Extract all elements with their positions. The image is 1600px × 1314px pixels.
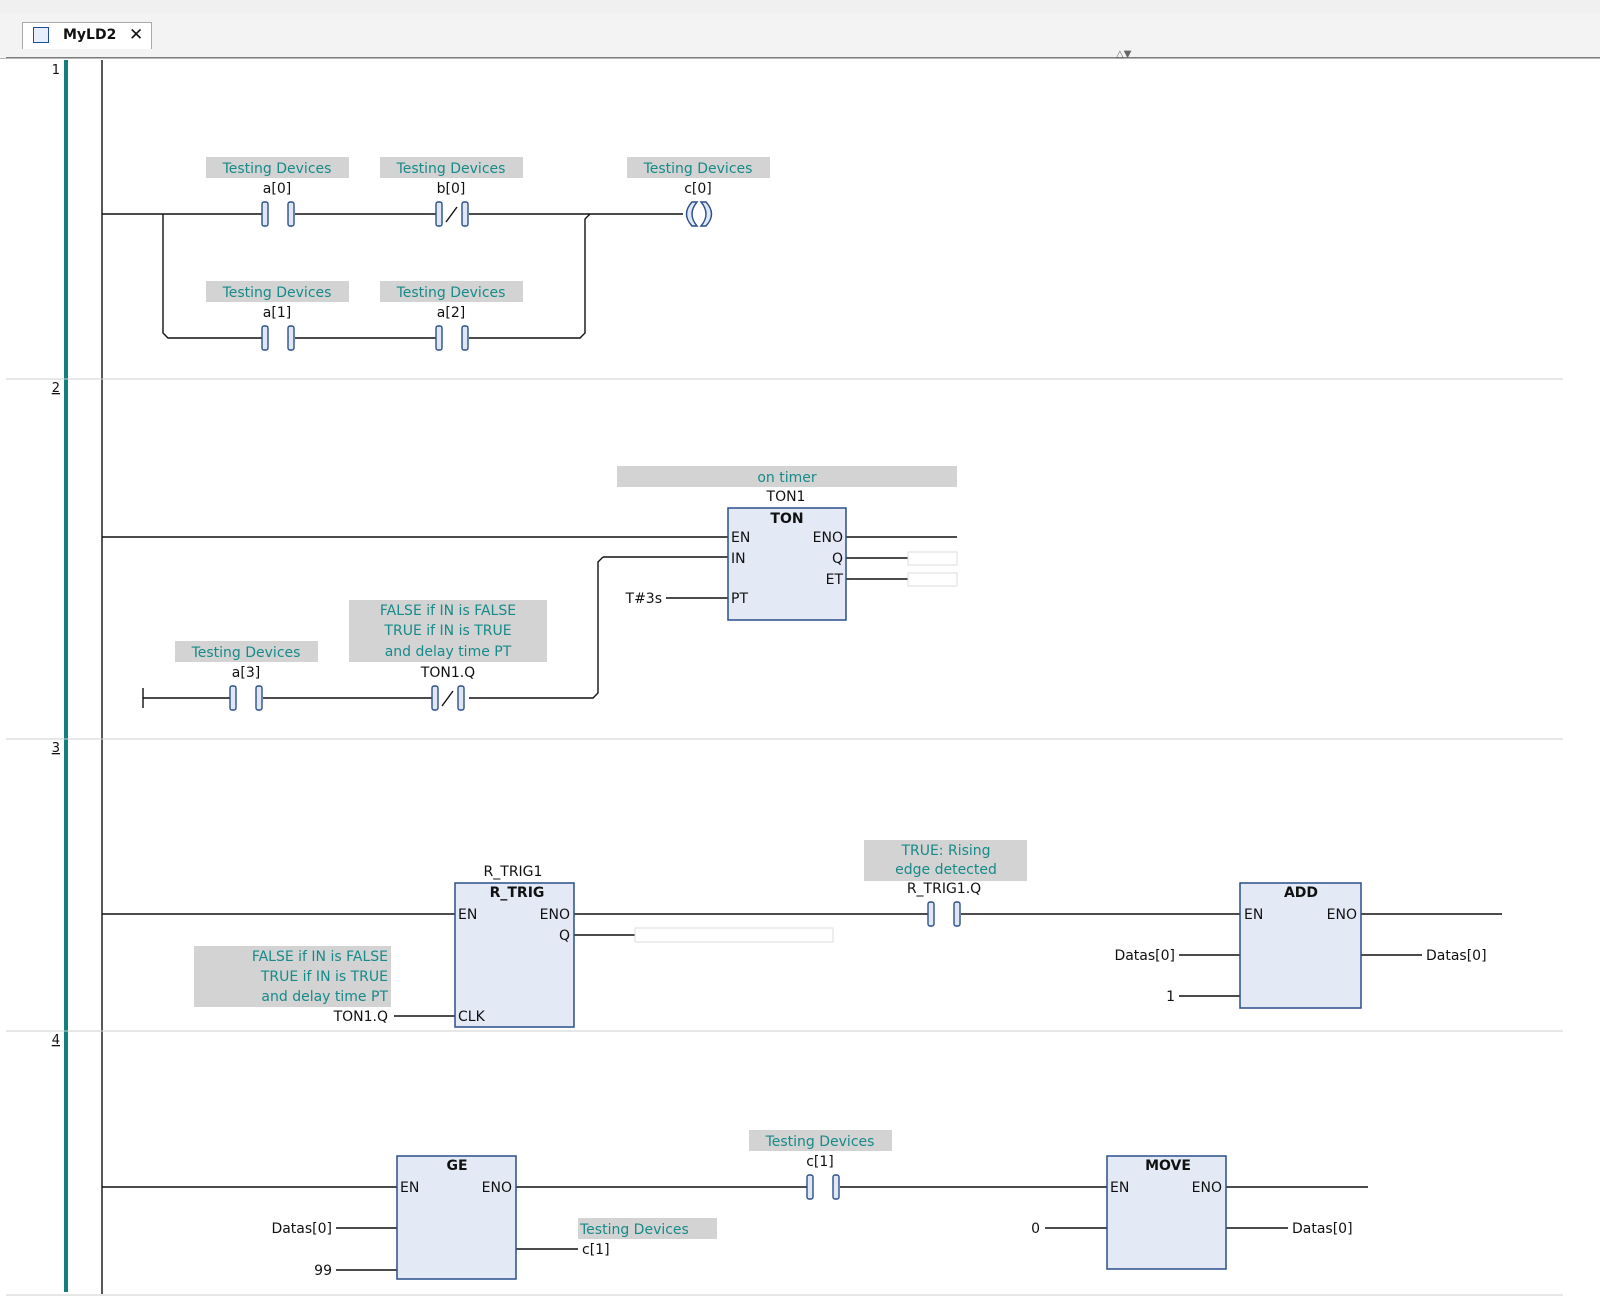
svg-text:EN: EN [458, 907, 477, 923]
svg-text:TRUE if IN is TRUE: TRUE if IN is TRUE [260, 969, 388, 985]
add-input-1[interactable]: Datas[0] [1114, 948, 1175, 964]
svg-text:ENO: ENO [813, 530, 843, 546]
svg-text:GE: GE [446, 1158, 467, 1174]
svg-text:TRUE if IN is TRUE: TRUE if IN is TRUE [383, 623, 511, 639]
svg-text:ENO: ENO [482, 1180, 512, 1196]
svg-text:R_TRIG1.Q: R_TRIG1.Q [907, 881, 981, 897]
svg-text:EN: EN [1244, 907, 1263, 923]
tab-label: MyLD2 [63, 27, 117, 43]
svg-text:and delay time PT: and delay time PT [261, 989, 388, 1005]
svg-text:TRUE: Rising: TRUE: Rising [900, 843, 990, 859]
svg-text:Testing Devices: Testing Devices [396, 161, 506, 177]
svg-text:ENO: ENO [1327, 907, 1357, 923]
tab-bar: MyLD2 ✕ [0, 14, 1600, 59]
network-gutter-bar [64, 60, 68, 1292]
svg-text:Testing Devices: Testing Devices [222, 161, 332, 177]
contact-ton1q-negated[interactable]: FALSE if IN is FALSE TRUE if IN is TRUE … [349, 600, 547, 711]
ton1-function-block[interactable]: on timer TON1 TON EN ENO IN Q ET PT [617, 466, 957, 621]
svg-text:Testing Devices: Testing Devices [396, 285, 506, 301]
svg-text:and delay time PT: and delay time PT [385, 644, 512, 660]
r-trig1-q-output-field[interactable] [634, 927, 834, 943]
editor-top-border [6, 57, 1600, 58]
ton1-q-output-field[interactable] [907, 551, 958, 566]
svg-text:CLK: CLK [458, 1009, 486, 1025]
ge-input-2[interactable]: 99 [314, 1263, 332, 1279]
add-function-block[interactable]: ADD EN ENO [1239, 882, 1362, 1009]
contact-a1[interactable]: Testing Devices a[1] [206, 281, 349, 351]
network-2: on timer TON1 TON EN ENO IN Q ET PT T#3s… [102, 466, 958, 711]
svg-text:FALSE if IN is FALSE: FALSE if IN is FALSE [252, 949, 388, 965]
svg-text:R_TRIG: R_TRIG [490, 885, 545, 901]
contact-a3[interactable]: Testing Devices a[3] [175, 641, 318, 711]
ge-function-block[interactable]: GE EN ENO [396, 1155, 517, 1280]
svg-text:Testing Devices: Testing Devices [643, 161, 753, 177]
network-3: R_TRIG1 R_TRIG EN ENO Q CLK FALSE if IN … [102, 840, 1502, 1028]
add-output[interactable]: Datas[0] [1426, 948, 1487, 964]
svg-text:PT: PT [731, 591, 748, 607]
tab-myld2[interactable]: MyLD2 ✕ [22, 22, 152, 49]
move-input[interactable]: 0 [1031, 1221, 1040, 1237]
contact-c1[interactable]: Testing Devices c[1] [749, 1130, 892, 1200]
svg-text:Testing Devices: Testing Devices [222, 285, 332, 301]
network-number[interactable]: 2 [52, 381, 60, 396]
svg-text:a[1]: a[1] [263, 305, 291, 321]
network-number[interactable]: 1 [52, 63, 60, 78]
coil-c0[interactable]: Testing Devices c[0] [627, 157, 770, 227]
svg-text:c[0]: c[0] [684, 181, 712, 197]
svg-text:b[0]: b[0] [437, 181, 466, 197]
ton1-et-output-field[interactable] [907, 572, 958, 587]
svg-text:TON1.Q: TON1.Q [420, 665, 475, 681]
network-4: GE EN ENO Datas[0] 99 Testing Devices c[… [102, 1130, 1368, 1280]
network-1: Testing Devices a[0] Testing Devices b[0… [102, 157, 770, 351]
network-number[interactable]: 3 [52, 741, 60, 756]
svg-text:a[2]: a[2] [437, 305, 465, 321]
svg-text:EN: EN [400, 1180, 419, 1196]
contact-b0-negated[interactable]: Testing Devices b[0] [380, 157, 523, 227]
svg-text:Q: Q [832, 551, 843, 567]
svg-text:ET: ET [826, 572, 844, 588]
svg-text:ENO: ENO [1192, 1180, 1222, 1196]
toolbar [0, 0, 1600, 14]
svg-text:R_TRIG1: R_TRIG1 [484, 864, 543, 880]
move-function-block[interactable]: MOVE EN ENO [1106, 1155, 1227, 1270]
svg-text:edge detected: edge detected [895, 862, 997, 878]
svg-text:EN: EN [731, 530, 750, 546]
svg-text:Q: Q [559, 928, 570, 944]
ton1-pt-value[interactable]: T#3s [625, 591, 662, 607]
svg-text:TON: TON [770, 511, 803, 527]
svg-text:on timer: on timer [757, 470, 817, 486]
move-output[interactable]: Datas[0] [1292, 1221, 1353, 1237]
svg-text:c[1]: c[1] [806, 1154, 834, 1170]
r-trig1-function-block[interactable]: R_TRIG1 R_TRIG EN ENO Q CLK [454, 864, 575, 1028]
scroll-arrow-icon[interactable]: △▼ [1116, 49, 1132, 60]
network-number[interactable]: 4 [52, 1033, 60, 1048]
svg-text:Testing Devices: Testing Devices [191, 645, 301, 661]
r-trig1-clk-input[interactable]: FALSE if IN is FALSE TRUE if IN is TRUE … [194, 946, 391, 1025]
add-input-2[interactable]: 1 [1166, 989, 1175, 1005]
svg-text:ADD: ADD [1284, 885, 1318, 901]
svg-text:TON1: TON1 [766, 489, 806, 505]
svg-text:ENO: ENO [540, 907, 570, 923]
contact-a0[interactable]: Testing Devices a[0] [206, 157, 349, 227]
svg-text:TON1.Q: TON1.Q [333, 1009, 388, 1025]
close-icon[interactable]: ✕ [129, 25, 144, 45]
ge-output-c1[interactable]: Testing Devices c[1] [578, 1218, 717, 1258]
ladder-diagram-icon [33, 27, 49, 43]
svg-text:IN: IN [731, 551, 746, 567]
svg-text:Testing Devices: Testing Devices [579, 1222, 689, 1238]
svg-text:MOVE: MOVE [1145, 1158, 1191, 1174]
contact-r-trig1q[interactable]: TRUE: Rising edge detected R_TRIG1.Q [864, 840, 1027, 927]
svg-text:Testing Devices: Testing Devices [765, 1134, 875, 1150]
contact-a2[interactable]: Testing Devices a[2] [380, 281, 523, 351]
svg-text:a[0]: a[0] [263, 181, 291, 197]
svg-text:a[3]: a[3] [232, 665, 260, 681]
ge-input-1[interactable]: Datas[0] [271, 1221, 332, 1237]
svg-text:FALSE if IN is FALSE: FALSE if IN is FALSE [380, 603, 516, 619]
svg-text:c[1]: c[1] [582, 1242, 610, 1258]
svg-text:EN: EN [1110, 1180, 1129, 1196]
